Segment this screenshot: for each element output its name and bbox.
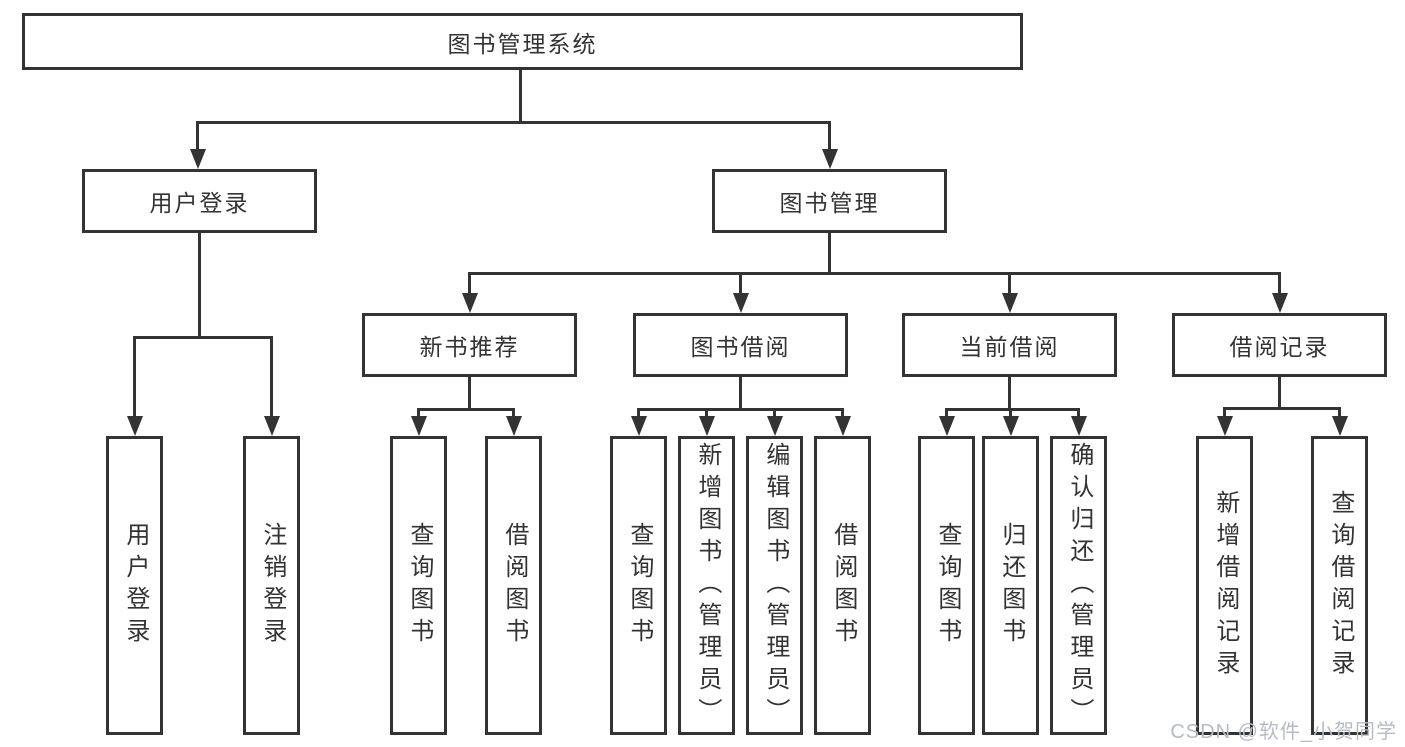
arrowhead-icon: [630, 416, 647, 436]
connector-line: [512, 408, 515, 420]
node-label: 当前借阅: [959, 334, 1060, 360]
connector-line: [198, 233, 201, 338]
arrowhead-icon: [1001, 293, 1018, 313]
node-new-book-recommend: 新书推荐: [362, 313, 577, 377]
leaf-borrow-books-recommend: 借阅图书: [485, 436, 542, 735]
connector-line: [1008, 272, 1011, 295]
arrowhead-icon: [1271, 293, 1288, 313]
connector-line: [1338, 407, 1341, 419]
leaf-user-login: 用户登录: [106, 436, 163, 735]
leaf-label: 查询图书: [625, 521, 653, 650]
node-borrow-records: 借阅记录: [1172, 313, 1387, 377]
connector-line: [841, 408, 844, 420]
node-current-borrow: 当前借阅: [902, 313, 1117, 377]
connector-line: [828, 121, 831, 151]
leaf-borrow-books: 借阅图书: [814, 436, 871, 735]
connector-line: [739, 377, 742, 410]
connector-line: [773, 408, 776, 420]
leaf-label: 注销登录: [258, 521, 286, 650]
arrowhead-icon: [766, 416, 783, 436]
node-label: 新书推荐: [419, 334, 520, 360]
arrowhead-icon: [938, 416, 955, 436]
arrowhead-icon: [1216, 416, 1233, 436]
arrowhead-icon: [410, 416, 427, 436]
connector-line: [468, 272, 1281, 275]
arrowhead-icon: [263, 416, 280, 436]
node-book-management: 图书管理: [712, 169, 947, 233]
leaf-label: 归还图书: [997, 521, 1025, 650]
connector-line: [417, 408, 515, 411]
node-label: 图书管理系统: [447, 30, 598, 57]
node-user-login: 用户登录: [82, 169, 317, 233]
leaf-label: 查询图书: [933, 521, 961, 650]
leaf-label: 新增图书（管理员）: [693, 441, 721, 730]
leaf-edit-book-admin: 编辑图书（管理员）: [746, 436, 803, 735]
leaf-query-borrow-record: 查询借阅记录: [1311, 436, 1368, 735]
node-label: 图书管理: [779, 190, 880, 216]
leaf-add-borrow-record: 新增借阅记录: [1196, 436, 1253, 735]
connector-line: [1077, 408, 1080, 420]
connector-line: [945, 408, 948, 420]
connector-line: [468, 377, 471, 410]
connector-line: [1278, 377, 1281, 409]
connector-line: [828, 233, 831, 274]
arrowhead-icon: [732, 293, 749, 313]
connector-line: [739, 272, 742, 295]
node-label: 借阅记录: [1229, 334, 1330, 360]
leaf-return-books: 归还图书: [982, 436, 1039, 735]
leaf-label: 查询图书: [405, 521, 433, 650]
leaf-confirm-return-admin: 确认归还（管理员）: [1050, 436, 1107, 735]
arrowhead-icon: [698, 416, 715, 436]
connector-line: [1223, 407, 1341, 410]
arrowhead-icon: [1331, 416, 1348, 436]
connector-line: [196, 121, 831, 124]
leaf-label: 新增借阅记录: [1211, 489, 1239, 682]
node-library-management-system: 图书管理系统: [22, 13, 1023, 70]
connector-line: [196, 121, 199, 151]
arrowhead-icon: [834, 416, 851, 436]
connector-line: [1278, 272, 1281, 295]
connector-line: [133, 336, 273, 339]
leaf-label: 编辑图书（管理员）: [761, 441, 789, 730]
connector-line: [945, 408, 1080, 411]
leaf-label: 借阅图书: [829, 521, 857, 650]
arrowhead-icon: [1070, 416, 1087, 436]
connector-line: [637, 408, 640, 420]
connector-line: [133, 336, 136, 418]
connector-line: [519, 70, 522, 124]
connector-line: [705, 408, 708, 420]
leaf-query-books-borrow: 查询图书: [610, 436, 667, 735]
connector-line: [270, 336, 273, 418]
leaf-label: 用户登录: [121, 521, 149, 650]
leaf-label: 借阅图书: [500, 521, 528, 650]
leaf-logout: 注销登录: [243, 436, 300, 735]
leaf-label: 确认归还（管理员）: [1065, 441, 1093, 730]
arrowhead-icon: [126, 416, 143, 436]
leaf-add-book-admin: 新增图书（管理员）: [678, 436, 735, 735]
arrowhead-icon: [505, 416, 522, 436]
connector-line: [637, 408, 844, 411]
leaf-query-books-recommend: 查询图书: [390, 436, 447, 735]
node-book-borrow: 图书借阅: [633, 313, 848, 377]
connector-line: [1223, 407, 1226, 419]
arrowhead-icon: [821, 149, 838, 169]
connector-line: [1009, 408, 1012, 420]
node-label: 图书借阅: [690, 334, 791, 360]
connector-line: [417, 408, 420, 420]
arrowhead-icon: [189, 149, 206, 169]
connector-line: [1008, 377, 1011, 410]
node-label: 用户登录: [149, 190, 250, 216]
leaf-query-books-current: 查询图书: [918, 436, 975, 735]
connector-line: [468, 272, 471, 295]
watermark: CSDN @软件_小贺同学: [1170, 721, 1397, 743]
arrowhead-icon: [1002, 416, 1019, 436]
leaf-label: 查询借阅记录: [1326, 489, 1354, 682]
arrowhead-icon: [461, 293, 478, 313]
